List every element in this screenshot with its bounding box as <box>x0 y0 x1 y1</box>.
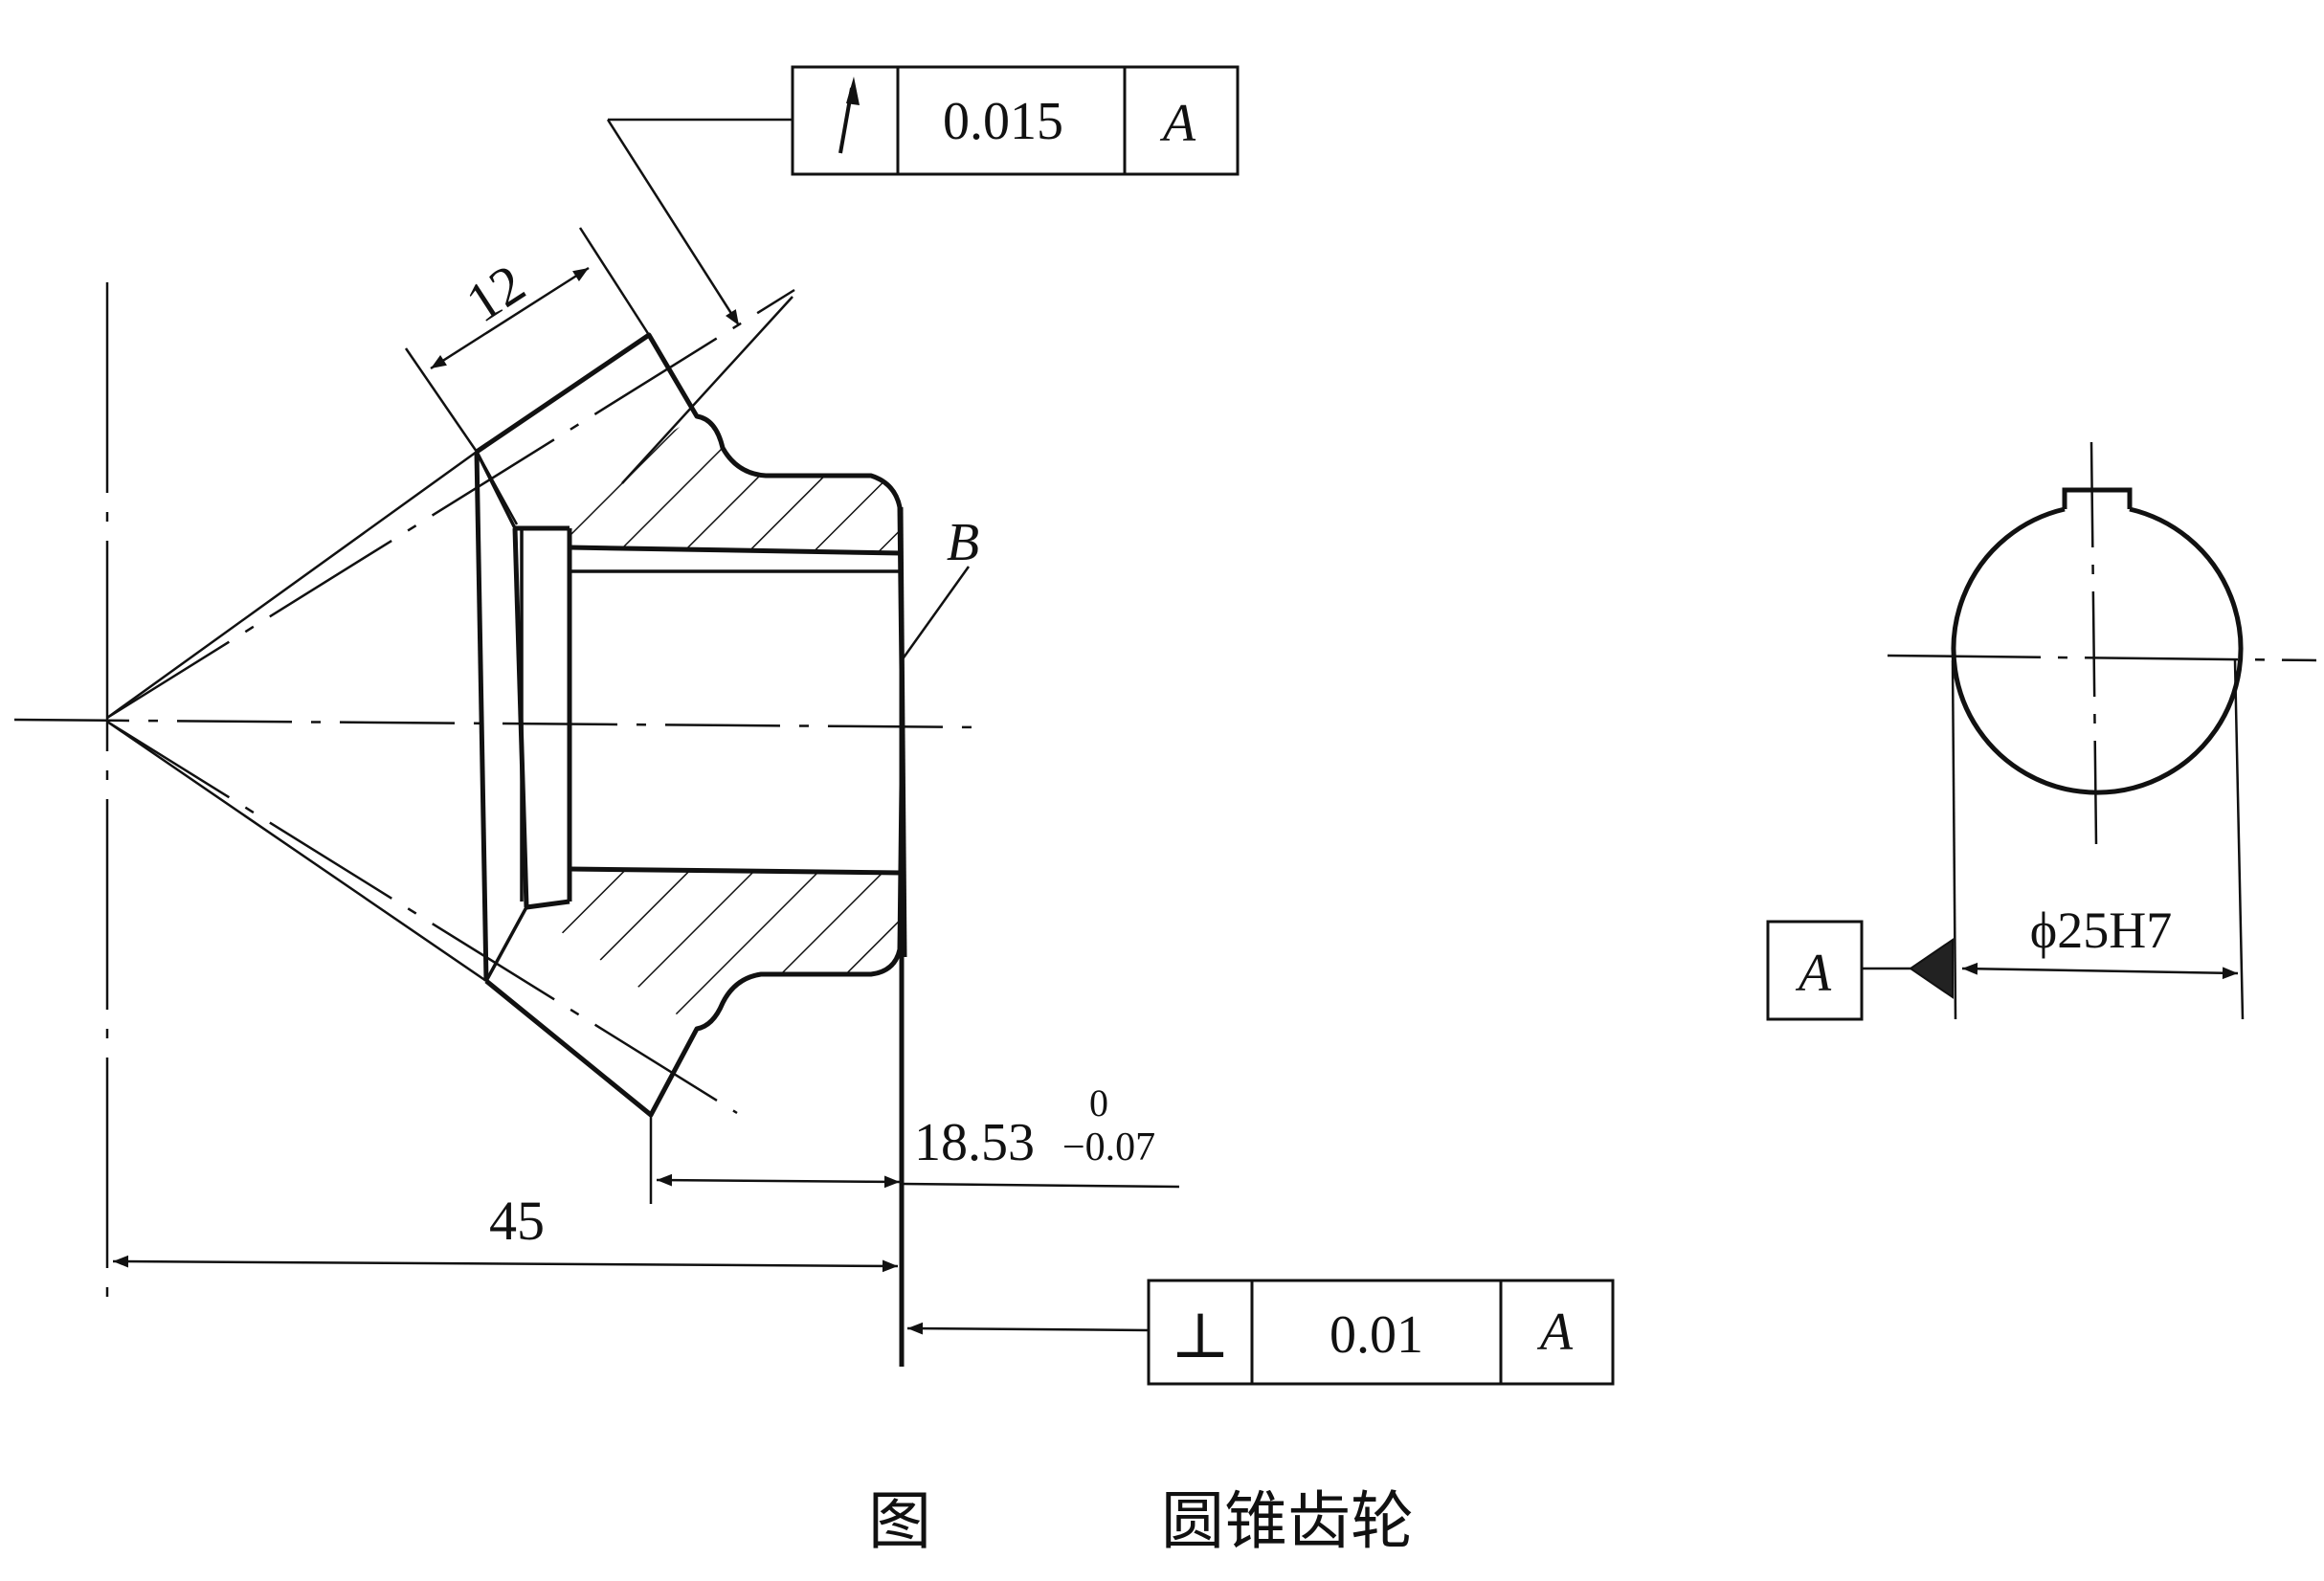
dim-18-53-base: 18.53 <box>914 1113 1035 1172</box>
gear-section <box>474 332 907 1367</box>
outline-lower <box>484 784 905 1118</box>
runout-leader <box>606 118 793 484</box>
center-lines <box>13 282 985 1311</box>
perpendicularity-tolerance-frame: ⊥ 0.01 A <box>1147 1279 1615 1386</box>
outline-upper <box>475 332 905 671</box>
hatch-upper <box>515 416 902 553</box>
dim-45-value: 45 <box>489 1190 545 1252</box>
perp-leader <box>906 1322 1150 1335</box>
dim-12-value: 12 <box>456 252 536 334</box>
dim-18-53-lower: −0.07 <box>1062 1125 1155 1169</box>
runout-arrow-icon <box>838 77 860 154</box>
dim-18-53-upper: 0 <box>1089 1081 1108 1125</box>
cone-lines <box>106 450 519 983</box>
runout-tolerance-value: 0.015 <box>943 92 1063 151</box>
surface-b-leader <box>900 566 971 661</box>
caption-prefix: 图 <box>868 1484 931 1558</box>
caption-title: 圆锥齿轮 <box>1161 1484 1414 1558</box>
datum-a-box: A <box>1766 920 1864 1021</box>
cone-face-lower <box>484 906 528 982</box>
perp-datum: A <box>1536 1303 1574 1362</box>
surface-b-label: B <box>947 513 979 572</box>
side-view <box>1862 441 2317 1020</box>
runout-tolerance-frame: 0.015 A <box>791 65 1240 176</box>
dim-45 <box>112 1255 899 1273</box>
dim-12 <box>404 227 651 453</box>
hatch-lower <box>526 869 902 1029</box>
runout-datum: A <box>1159 94 1196 153</box>
datum-a-label: A <box>1795 944 1832 1003</box>
bore-diameter-value: ϕ25H7 <box>2030 902 2172 959</box>
perp-tolerance-value: 0.01 <box>1330 1305 1423 1365</box>
datum-triangle-icon <box>1909 938 1954 999</box>
dim-18-53 <box>649 1115 1180 1204</box>
perpendicularity-icon: ⊥ <box>1171 1302 1230 1371</box>
